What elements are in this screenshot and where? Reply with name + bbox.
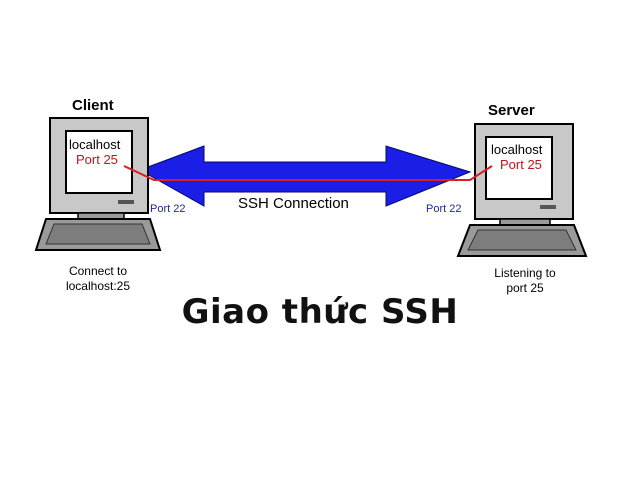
server-caption-line2: port 25 <box>506 281 544 295</box>
client-screen-line1: localhost <box>69 137 121 152</box>
tunnel-line <box>123 165 493 181</box>
server-screen-line2: Port 25 <box>500 157 542 172</box>
server-caption: Listening to port 25 <box>466 266 584 296</box>
client-caption-line1: Connect to <box>68 264 128 278</box>
client-computer-icon <box>34 117 162 251</box>
server-caption-line1: Listening to <box>494 266 556 280</box>
server-port-label: Port 22 <box>426 203 462 215</box>
page-title: Giao thức SSH <box>181 292 459 332</box>
client-port-label: Port 22 <box>150 203 186 215</box>
server-computer-icon <box>456 123 588 257</box>
connection-label: SSH Connection <box>238 195 349 212</box>
client-caption: Connect to localhost:25 <box>36 264 160 294</box>
server-screen-line1: localhost <box>491 142 543 157</box>
client-title: Client <box>72 97 114 114</box>
server-title: Server <box>488 102 535 119</box>
client-screen-line2: Port 25 <box>76 152 118 167</box>
ssh-connection-arrow <box>138 145 472 207</box>
client-caption-line2: localhost:25 <box>65 279 131 293</box>
